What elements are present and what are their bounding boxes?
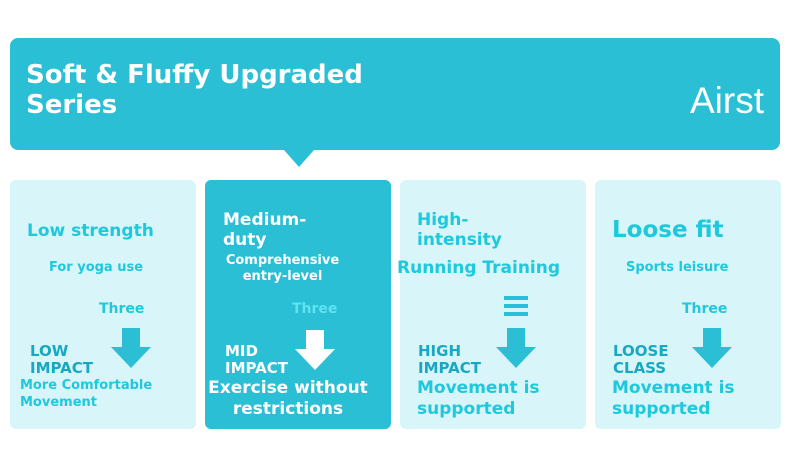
card-subtitle: Running Training (397, 258, 561, 278)
card-subtitle: Comprehensive entry-level (225, 253, 340, 284)
intensity-stripes-icon (496, 296, 528, 320)
card-medium-duty: Medium-duty Comprehensive entry-level Th… (205, 180, 391, 429)
impact-label: HIGH IMPACT (418, 342, 481, 377)
down-arrow-icon (295, 330, 335, 370)
brand-name: Airst (690, 80, 764, 121)
card-level: Three (682, 301, 728, 317)
card-heading: Loose fit (612, 217, 724, 243)
card-level: Three (292, 301, 338, 317)
pointer-triangle (284, 150, 314, 167)
card-subtitle: Sports leisure (626, 260, 729, 275)
down-arrow-icon (692, 328, 732, 368)
down-arrow-icon (496, 328, 536, 368)
impact-label: LOW IMPACT (30, 342, 93, 377)
impact-label: LOOSE CLASS (613, 342, 669, 377)
card-low-strength: Low strength For yoga use Three LOW IMPA… (10, 180, 196, 429)
card-heading: Low strength (27, 221, 154, 241)
impact-label: MID IMPACT (225, 342, 288, 377)
banner-title: Soft & Fluffy Upgraded Series (26, 60, 363, 120)
card-description: More Comfortable Movement (20, 378, 153, 410)
card-loose-fit: Loose fit Sports leisure Three LOOSE CLA… (595, 180, 781, 429)
series-banner: Soft & Fluffy Upgraded Series Airst (10, 38, 780, 150)
card-description: Movement is supported (417, 378, 540, 419)
card-description: Exercise without restrictions (208, 378, 368, 419)
card-subtitle: For yoga use (49, 260, 144, 275)
card-heading: Medium-duty (223, 210, 307, 250)
card-level: Three (99, 301, 145, 317)
card-heading: High-intensity (417, 210, 502, 250)
card-high-intensity: High-intensity Running Training HIGH IMP… (397, 180, 586, 429)
card-description: Movement is supported (612, 378, 735, 419)
down-arrow-icon (111, 328, 151, 368)
